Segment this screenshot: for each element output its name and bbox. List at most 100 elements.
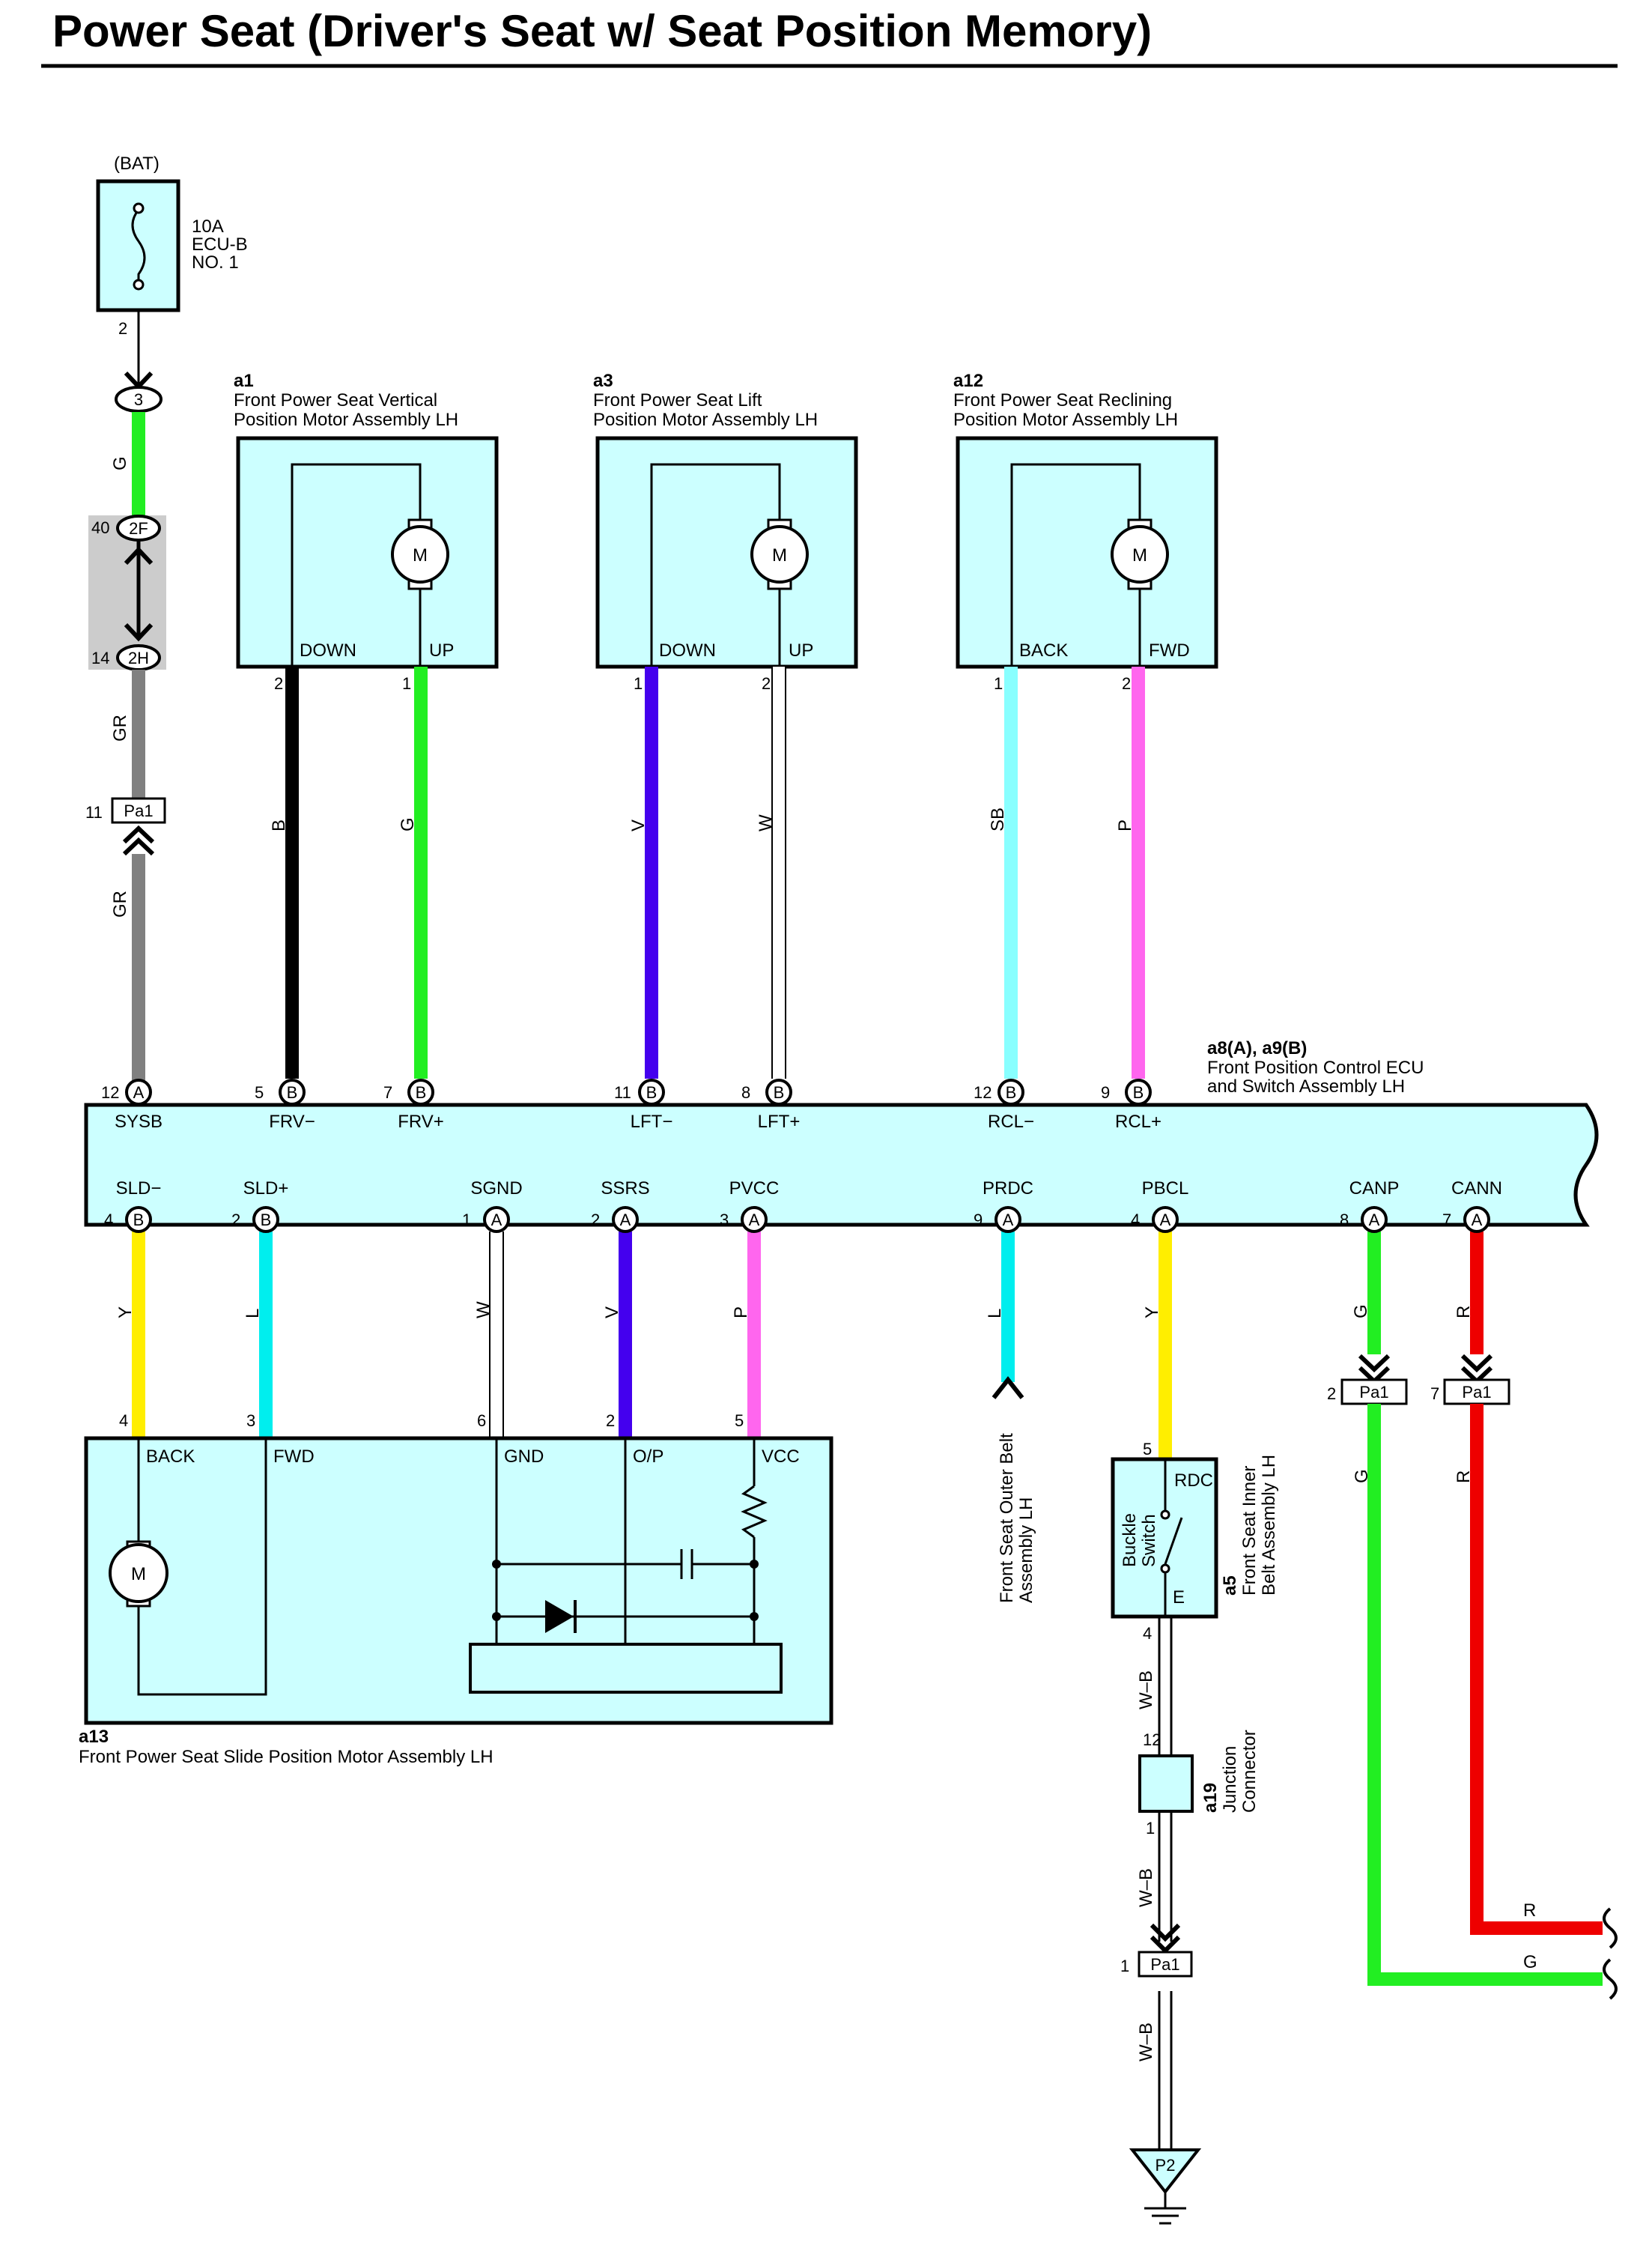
slide-motor-icon: [109, 1540, 168, 1608]
wire-g-top: [132, 412, 145, 517]
ecu-name-line1: Front Position Control ECU: [1207, 1058, 1424, 1078]
ecu-pin-number: 4: [1131, 1211, 1140, 1229]
fuse-name: ECU-B: [192, 234, 248, 255]
wire-label-g-can: G: [1352, 1469, 1372, 1483]
chevron-down-icon: [1358, 1354, 1391, 1385]
splice-top-connector: [116, 515, 161, 542]
wire-y: [1158, 1231, 1172, 1459]
ground-label: P2: [1156, 2156, 1176, 2175]
slide-terminal: O/P: [633, 1446, 663, 1467]
junction-dots: [492, 1560, 759, 1621]
ecu-terminal: PRDC: [983, 1178, 1033, 1199]
motor-term-right: UP: [429, 640, 454, 661]
wire-label: P: [1115, 819, 1135, 831]
slide-pin: 4: [119, 1411, 128, 1430]
chevron-down-icon: [1460, 1354, 1493, 1385]
buckle-contact-top: [1160, 1509, 1170, 1520]
fuse-icon: [131, 209, 146, 284]
motor-pin-left: 1: [994, 674, 1003, 693]
buckle-pin-top: 5: [1143, 1440, 1152, 1458]
wire-label-wb-2: W–B: [1136, 1868, 1156, 1907]
ecu-pin-connector: [638, 1079, 665, 1106]
buckle-term-bottom: E: [1173, 1587, 1185, 1608]
ecu-pin-number: 8: [741, 1083, 750, 1102]
pa1-left-label: Pa1: [124, 802, 153, 820]
buckle-switch-label2: Switch: [1139, 1514, 1159, 1567]
wire-label-gr-upper: GR: [110, 715, 130, 742]
wire-l: [1001, 1231, 1015, 1382]
wire-w: [772, 667, 786, 1079]
ecu-pin-connector: [407, 1079, 434, 1106]
junction-pin-bottom: 1: [1146, 1819, 1155, 1838]
ecu-body: [84, 1103, 1599, 1227]
pa1-left-pin: 11: [85, 803, 103, 822]
buckle-switch-blade: [1164, 1517, 1183, 1565]
slide-pin: 5: [735, 1411, 744, 1430]
ecu-pin-number: 1: [462, 1211, 471, 1229]
wire-label: Y: [1142, 1306, 1162, 1318]
motor-term-right: UP: [789, 640, 813, 661]
slide-motor-box: [84, 1436, 833, 1725]
ecu-pin-conn: A: [1369, 1211, 1380, 1229]
wire-label-r-can: R: [1454, 1470, 1474, 1483]
page-title: Power Seat (Driver's Seat w/ Seat Positi…: [52, 6, 1152, 56]
splice-arrow-up-icon: [124, 546, 154, 566]
ecu-pin-connector: [1463, 1206, 1490, 1233]
wire-label: Y: [115, 1306, 136, 1318]
ecu-pin-conn: B: [287, 1083, 298, 1102]
ecu-pin-conn: B: [1133, 1083, 1144, 1102]
splice-bottom-pin: 14: [91, 649, 109, 667]
ecu-pin-connector: [252, 1206, 279, 1233]
ecu-terminal: LFT+: [758, 1112, 801, 1132]
wire-label: P: [731, 1306, 751, 1318]
ecu-terminal: SGND: [470, 1178, 522, 1199]
motor-loop: [1010, 463, 1141, 667]
wire-label: G: [1351, 1304, 1371, 1318]
ecu-pin-number: 2: [591, 1211, 600, 1229]
ecu-pin-connector: [765, 1079, 792, 1106]
pa1-left-connector: [111, 797, 166, 824]
pa1-cann-label: Pa1: [1462, 1383, 1491, 1402]
slide-terminal: BACK: [146, 1446, 195, 1467]
chevron-up-icon: [122, 825, 155, 856]
ecu-terminal: SSRS: [601, 1178, 649, 1199]
ecu-pin-conn: B: [646, 1083, 658, 1102]
motor-icon: [1111, 525, 1169, 584]
buckle-switch-label1: Buckle: [1120, 1513, 1140, 1567]
wire-g-can: [1367, 1404, 1603, 1986]
ecu-terminal: RCL−: [988, 1112, 1034, 1132]
wire-label-wb-1: W–B: [1136, 1670, 1156, 1709]
junction-connector: [1138, 1754, 1194, 1813]
junction-name-line2: Connector: [1239, 1730, 1260, 1813]
fuse-rating: 10A: [192, 216, 224, 237]
splice-top-conn-label: 2F: [129, 519, 148, 538]
ecu-pin-number: 7: [1442, 1211, 1451, 1229]
motor-icon: [750, 525, 809, 584]
junction-code: a19: [1200, 1783, 1221, 1813]
ecu-pin-connector: [125, 1206, 152, 1233]
slide-code: a13: [79, 1727, 109, 1747]
ecu-terminal: LFT−: [631, 1112, 673, 1132]
wire-l: [259, 1231, 273, 1438]
ecu-pin-connector: [1125, 1079, 1152, 1106]
pa1-bottom-pin: 1: [1120, 1957, 1129, 1975]
motor-term-left: DOWN: [659, 640, 716, 661]
break-mark-g: [1603, 1958, 1618, 2000]
ground-icon: [1144, 2192, 1186, 2225]
buckle-code: a5: [1220, 1575, 1240, 1596]
wire-sb: [1004, 667, 1018, 1079]
splice-arrow-down-icon: [124, 622, 154, 642]
motor-symbol: M: [772, 545, 787, 566]
wire-label: V: [628, 819, 649, 831]
ecu-pin-connector: [1361, 1206, 1388, 1233]
